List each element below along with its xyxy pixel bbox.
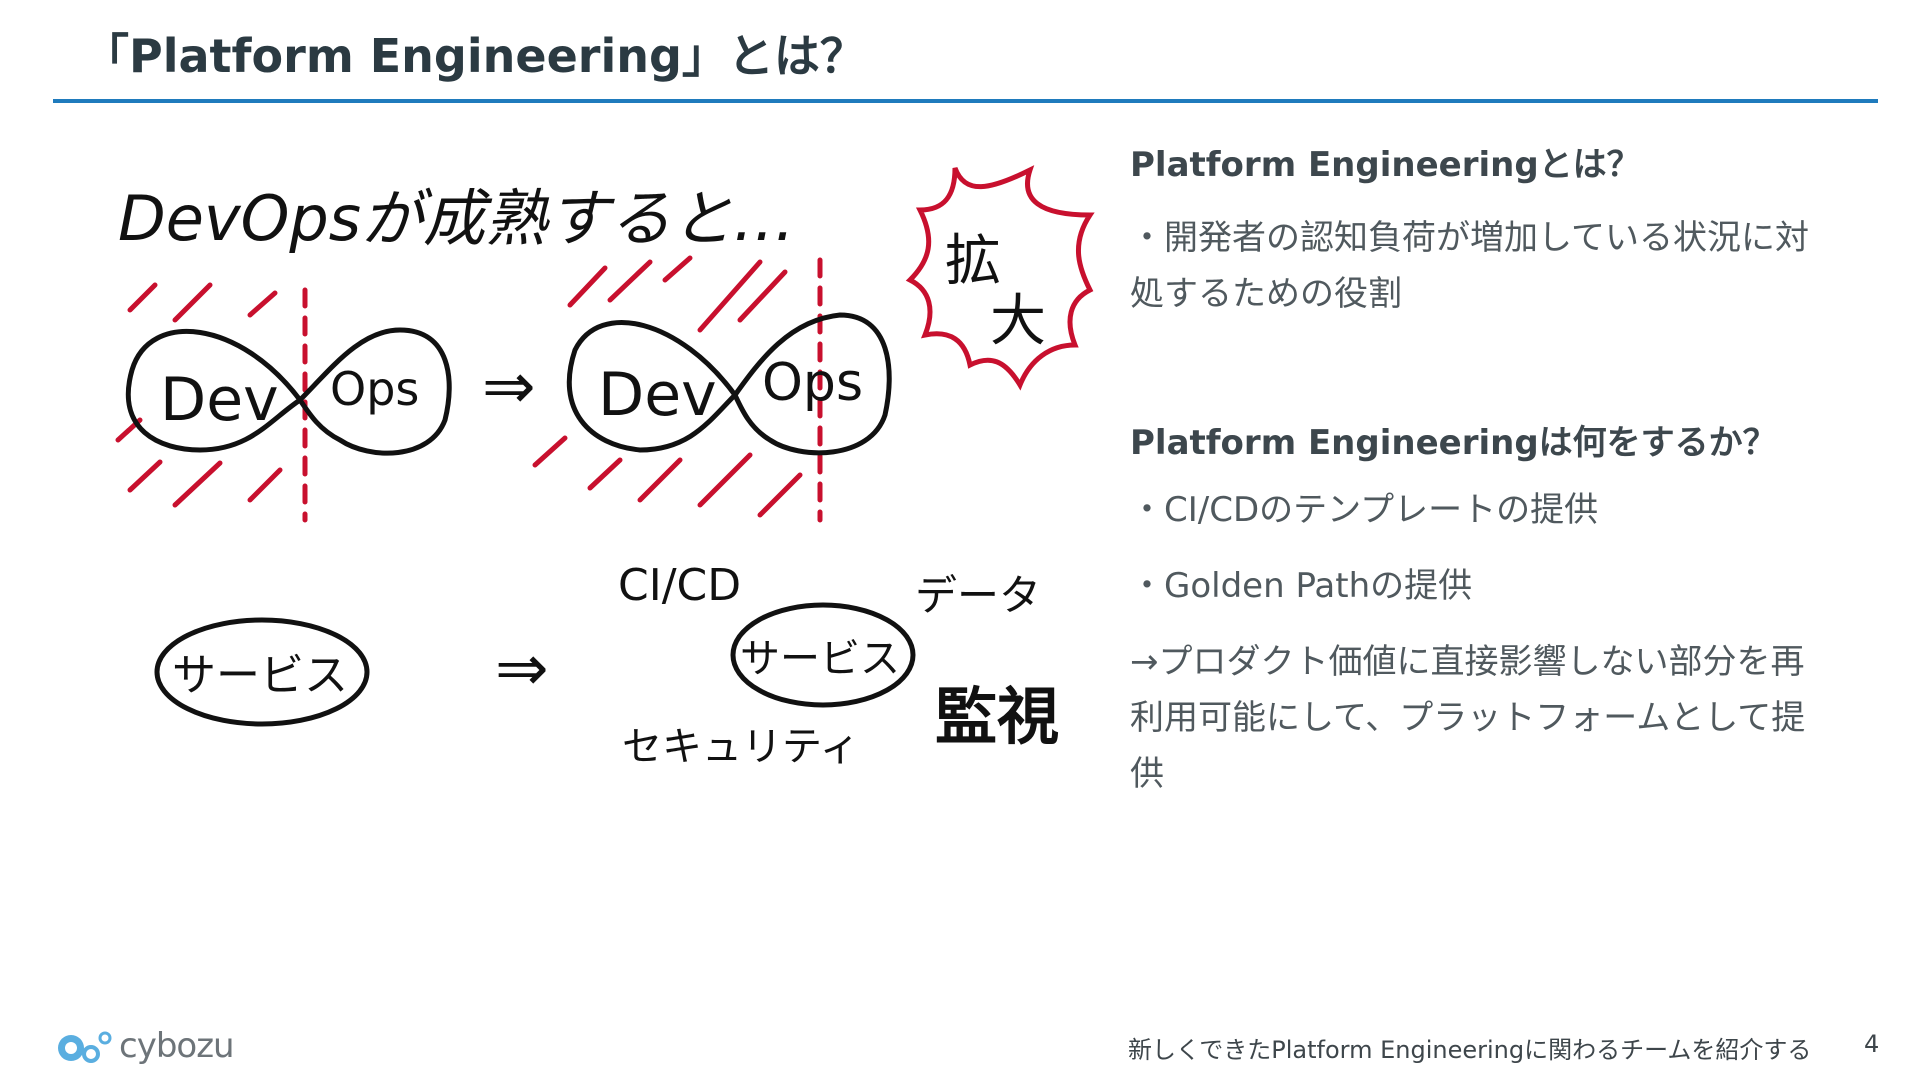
- service-label-right: サービス: [740, 636, 900, 682]
- dev-label-right: Dev: [598, 360, 717, 430]
- page-number: 4: [1864, 1030, 1880, 1058]
- devops-loop-right: Dev Ops: [566, 312, 892, 456]
- cybozu-logo-icon: [58, 1031, 112, 1063]
- expansion-burst: 拡 大: [905, 165, 1095, 391]
- dev-label-left: Dev: [160, 365, 279, 435]
- section-heading-do: Platform Engineeringは何をするか？: [1130, 423, 1777, 463]
- section-body-what: ・開発者の認知負荷が増加している状況に対処するための役割: [1130, 218, 1809, 314]
- arrow-1: ⇒: [482, 350, 536, 424]
- title-underline: [53, 99, 1878, 103]
- cybozu-logo-text: cybozu: [119, 1026, 235, 1066]
- devops-sketch: DevOpsが成熟すると… Dev Ops ⇒: [115, 165, 1095, 770]
- monitor-label: 監視: [935, 680, 1059, 753]
- slide-title: 「Platform Engineering」とは？: [83, 29, 866, 83]
- bullet-cicd: ・CI/CDのテンプレートの提供: [1130, 490, 1599, 530]
- cybozu-logo: cybozu: [55, 1024, 235, 1068]
- red-hatching-right: [532, 255, 823, 523]
- devops-loop-left: Dev Ops: [125, 327, 452, 456]
- conclusion-text: →プロダクト価値に直接影響しない部分を再利用可能にして、プラットフォームとして提…: [1130, 642, 1806, 794]
- arrow-2: ⇒: [495, 632, 549, 706]
- section-heading-what: Platform Engineeringとは？: [1130, 145, 1641, 185]
- service-bubble-left: サービス: [154, 617, 370, 727]
- ops-label-left: Ops: [330, 362, 419, 416]
- bullet-golden-path: ・Golden Pathの提供: [1130, 566, 1473, 606]
- service-label-left: サービス: [172, 650, 348, 701]
- footer-caption: 新しくできたPlatform Engineeringに関わるチームを紹介する: [1128, 1036, 1812, 1064]
- ops-label-right: Ops: [762, 353, 863, 413]
- sketch-caption: DevOpsが成熟すると…: [118, 182, 795, 255]
- service-cluster-right: CI/CD データ サービス セキュリティ 監視: [618, 560, 1059, 770]
- cicd-label: CI/CD: [618, 560, 741, 611]
- burst-text-1: 拡: [945, 229, 1001, 294]
- burst-text-2: 大: [990, 289, 1046, 354]
- security-label: セキュリティ: [622, 724, 860, 770]
- explanation-column: Platform Engineeringとは？ ・開発者の認知負荷が増加している…: [1130, 140, 1830, 802]
- data-label: データ: [915, 571, 1041, 620]
